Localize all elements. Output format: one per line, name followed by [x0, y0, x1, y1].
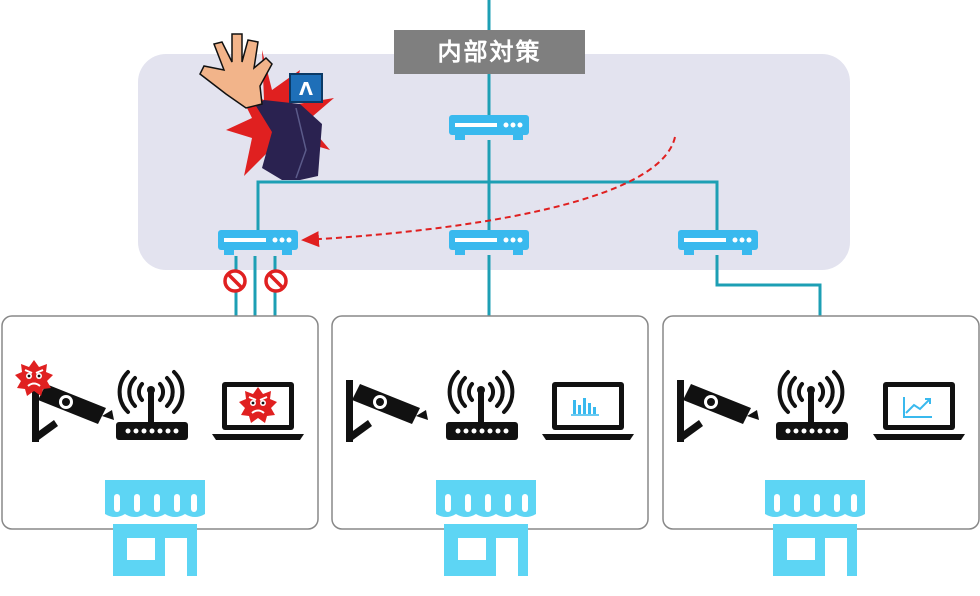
defender-badge: Λ — [299, 79, 313, 100]
line-chart-icon — [903, 397, 932, 418]
isolation-arrow — [301, 136, 676, 248]
section-title: 内部対策 — [394, 30, 585, 74]
block-icon — [264, 269, 288, 293]
bar-chart-icon — [571, 398, 599, 416]
store-icon — [105, 480, 205, 576]
stop-hand-defender-icon: Λ — [199, 33, 334, 180]
store-icon — [765, 480, 865, 576]
store-icon — [436, 480, 536, 576]
block-icon — [223, 269, 247, 293]
